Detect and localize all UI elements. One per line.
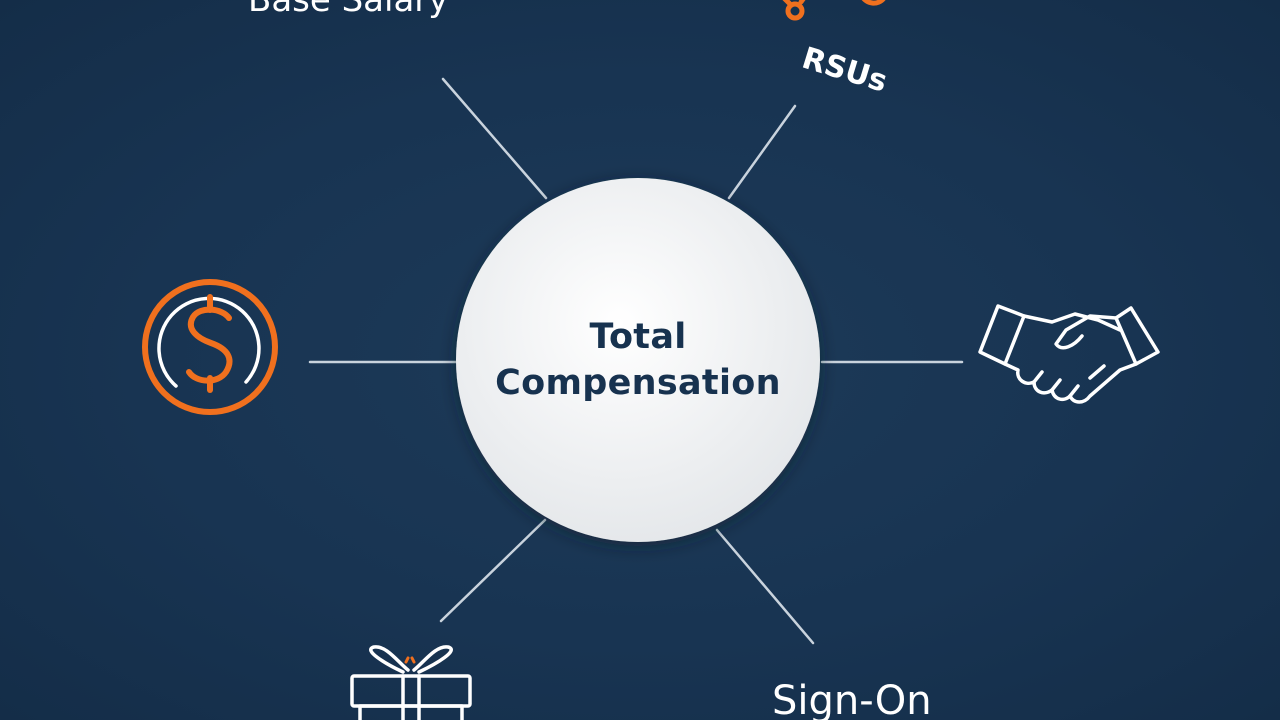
base-salary-label: Base Salary	[248, 0, 449, 20]
handshake-icon	[978, 304, 1160, 404]
connector-top-right	[727, 104, 797, 200]
gift-icon	[350, 645, 472, 720]
sign-on-label: Sign-On	[772, 678, 932, 720]
dollar-coin-icon	[142, 279, 278, 415]
connector-bottom-right	[715, 528, 815, 645]
connector-lines	[308, 77, 964, 645]
connector-bottom-left	[439, 518, 547, 623]
connector-top-left	[441, 77, 548, 200]
rsu-icon	[782, 0, 886, 21]
hub-circle	[456, 178, 820, 542]
